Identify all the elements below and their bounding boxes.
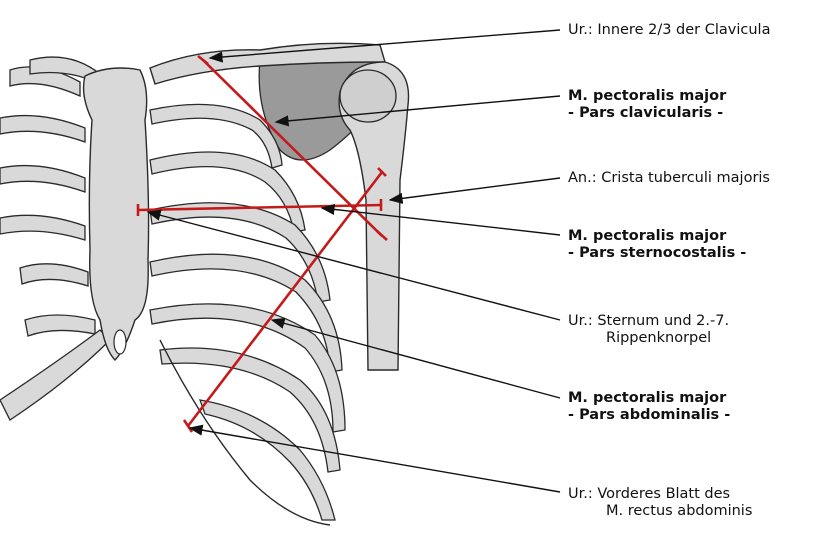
label-pars-sternocostalis-line2: - Pars sternocostalis - <box>568 245 746 262</box>
label-pars-clavicularis: M. pectoralis major - Pars clavicularis … <box>568 88 726 122</box>
right-ribs <box>150 104 345 520</box>
xiphoid <box>114 330 126 354</box>
leader-crista <box>390 178 560 200</box>
label-clavicula: Ur.: Innere 2/3 der Clavicula <box>568 22 770 39</box>
label-crista: An.: Crista tuberculi majoris <box>568 170 770 187</box>
label-crista-line1: An.: Crista tuberculi majoris <box>568 170 770 186</box>
label-sternum-line2: Rippenknorpel <box>568 330 729 347</box>
leader-clavicula <box>210 30 560 58</box>
label-rectus-line2: M. rectus abdominis <box>568 503 752 520</box>
label-sternum-line1: Ur.: Sternum und 2.-7. <box>568 313 729 330</box>
label-pars-sternocostalis-line1: M. pectoralis major <box>568 228 746 245</box>
label-pars-abdominalis-line1: M. pectoralis major <box>568 390 730 407</box>
label-pars-clavicularis-line1: M. pectoralis major <box>568 88 726 105</box>
label-clavicula-line1: Ur.: Innere 2/3 der Clavicula <box>568 22 770 38</box>
label-rectus-line1: Ur.: Vorderes Blatt des <box>568 486 752 503</box>
label-rectus: Ur.: Vorderes Blatt des M. rectus abdomi… <box>568 486 752 520</box>
label-pars-clavicularis-line2: - Pars clavicularis - <box>568 105 726 122</box>
label-sternum: Ur.: Sternum und 2.-7. Rippenknorpel <box>568 313 729 347</box>
leader-pars-sternocostalis <box>322 208 560 235</box>
label-pars-abdominalis: M. pectoralis major - Pars abdominalis - <box>568 390 730 424</box>
leader-rectus <box>190 428 560 492</box>
label-pars-sternocostalis: M. pectoralis major - Pars sternocostali… <box>568 228 746 262</box>
label-pars-abdominalis-line2: - Pars abdominalis - <box>568 407 730 424</box>
